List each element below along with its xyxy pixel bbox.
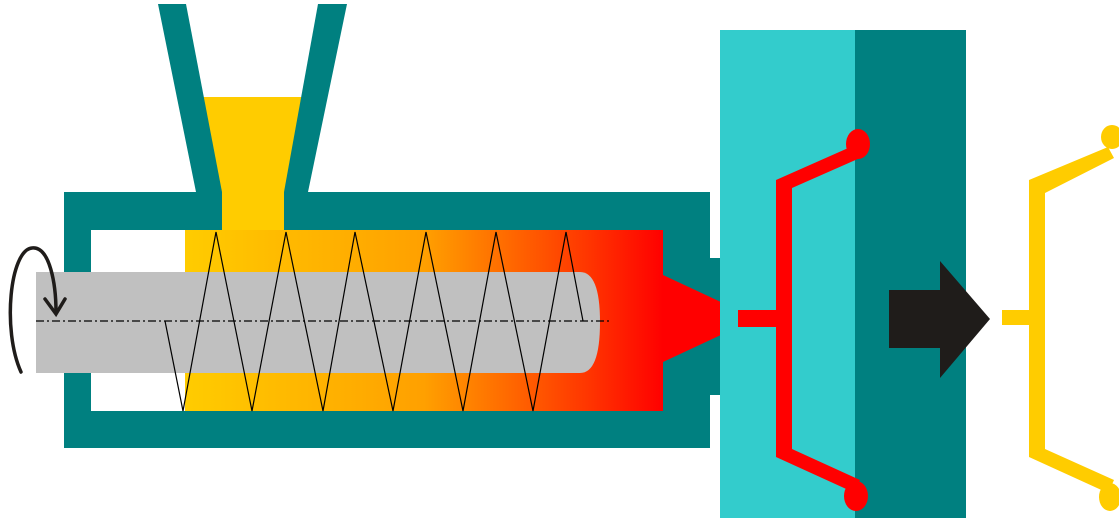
rotation-arrow-icon: [8, 246, 67, 374]
ejected-part: [1002, 125, 1119, 511]
molten-part-in-mold: [738, 129, 870, 511]
hopper-right-wall: [284, 4, 347, 210]
screw-shaft: [36, 272, 600, 373]
hopper-material: [203, 97, 302, 230]
nozzle-melt: [663, 275, 738, 362]
eject-arrow-icon: [889, 261, 990, 378]
hopper-left-wall: [158, 4, 222, 210]
barrel: [64, 192, 739, 448]
